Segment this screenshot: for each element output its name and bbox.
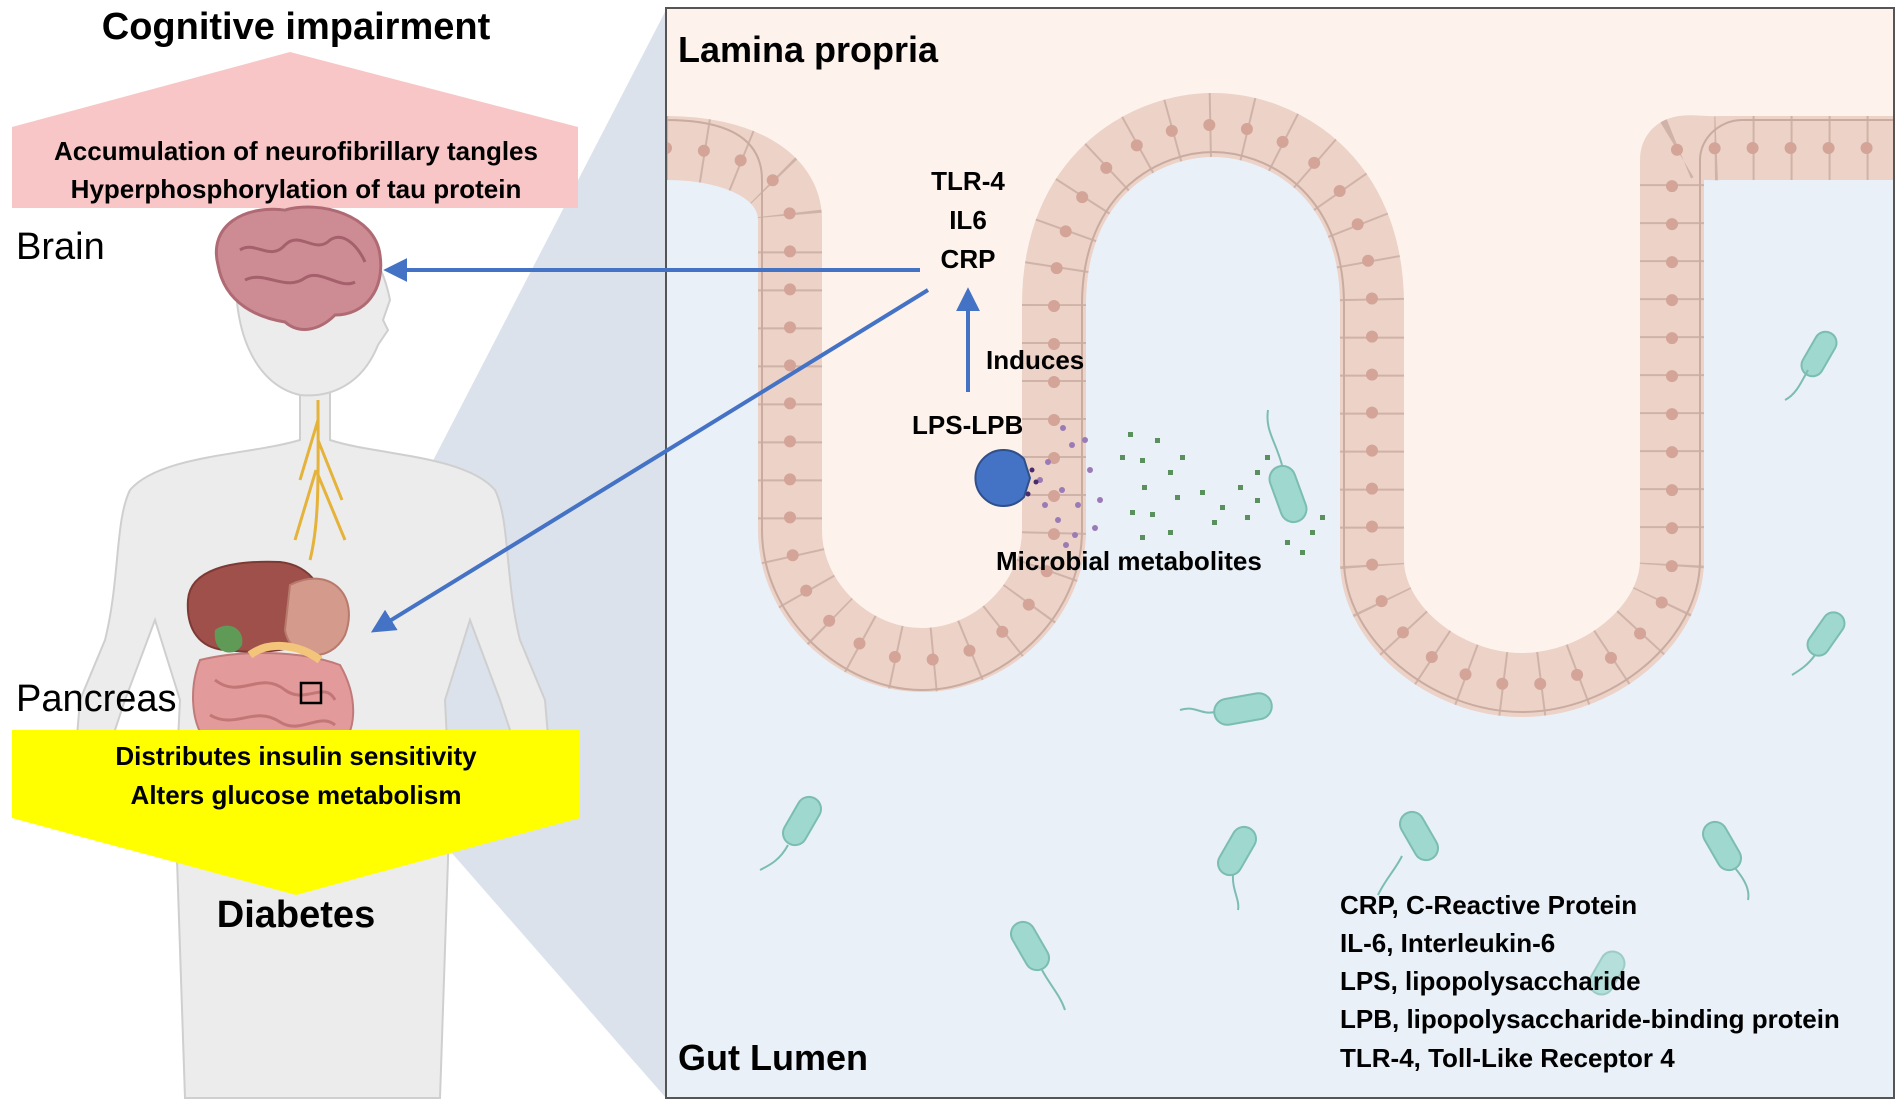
legend-item: LPB, lipopolysaccharide-binding protein — [1340, 1004, 1840, 1034]
brain-label: Brain — [16, 226, 105, 268]
induces-label: Induces — [986, 345, 1085, 375]
diabetes-title: Diabetes — [216, 894, 376, 936]
panel-border — [665, 7, 1895, 1099]
marker-crp: CRP — [940, 244, 996, 274]
lamina-propria-region — [666, 8, 1894, 712]
lps-lpb-pacman-icon — [974, 449, 1032, 507]
to-pancreas-arrow — [370, 288, 930, 633]
epithelium-layer — [666, 93, 1894, 717]
lps-lpb-label: LPS-LPB — [912, 410, 1024, 440]
diabetes-box — [12, 730, 580, 895]
bottom-box-line-1: Distributes insulin sensitivity — [115, 741, 477, 771]
bacteria-flagella — [759, 369, 1816, 1011]
top-box-line-2: Hyperphosphorylation of tau protein — [70, 174, 522, 204]
lamina-propria-label: Lamina propria — [678, 29, 939, 70]
cognitive-impairment-box — [12, 52, 578, 208]
legend-item: LPS, lipopolysaccharide — [1340, 966, 1641, 996]
bottom-box-line-2: Alters glucose metabolism — [130, 780, 462, 810]
brain-icon — [214, 205, 383, 331]
cognitive-impairment-title: Cognitive impairment — [101, 6, 491, 48]
pancreas-zoom-box — [299, 681, 323, 705]
legend-item: CRP, C-Reactive Protein — [1340, 890, 1638, 920]
marker-tlr4: TLR-4 — [931, 166, 1005, 196]
legend-item: TLR-4, Toll-Like Receptor 4 — [1340, 1043, 1675, 1073]
marker-il6: IL6 — [949, 205, 987, 235]
gut-panel — [666, 8, 1894, 1098]
microbial-metabolites-label: Microbial metabolites — [996, 546, 1262, 576]
pancreas-label: Pancreas — [16, 678, 177, 720]
digestive-organs-icon — [186, 560, 355, 752]
bacteria-icon — [782, 330, 1846, 996]
epithelium-inner-edge — [666, 119, 1894, 714]
top-box-line-1: Accumulation of neurofibrillary tangles — [54, 136, 538, 166]
legend-item: IL-6, Interleukin-6 — [1340, 928, 1556, 958]
gut-lumen-label: Gut Lumen — [678, 1037, 868, 1078]
metabolite-particles-icon — [1025, 425, 1325, 555]
